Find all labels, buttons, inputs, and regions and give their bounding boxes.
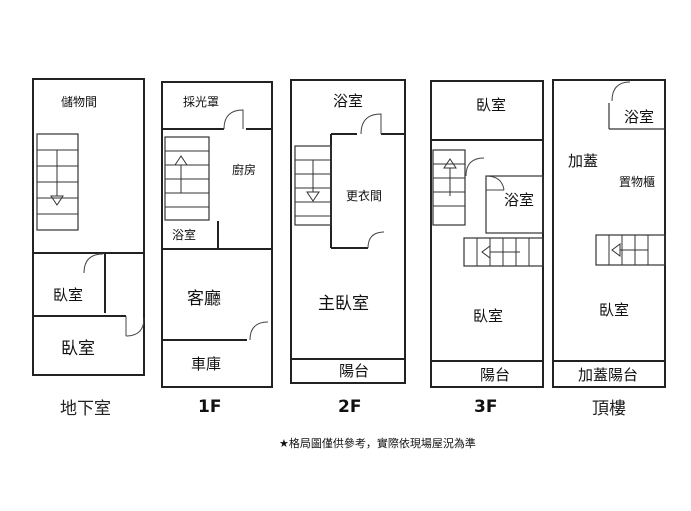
stair-arrow-up-icon xyxy=(174,155,188,166)
floor-label-2f: 2F xyxy=(338,397,361,417)
floor-label-3f: 3F xyxy=(474,397,497,417)
floor-plan-roof: 浴室 加蓋 置物櫃 臥室 加蓋陽台 頂樓 xyxy=(552,79,666,419)
staircase xyxy=(294,145,332,226)
room-label-bedroom: 臥室 xyxy=(599,301,629,319)
room-label-bedroom: 臥室 xyxy=(473,307,503,325)
room-label-bedroom: 臥室 xyxy=(53,286,83,304)
staircase xyxy=(463,237,544,267)
stair-arrow-up-icon xyxy=(443,158,457,169)
stair-arrow-down-icon xyxy=(50,195,64,206)
floor-label-roof: 頂樓 xyxy=(592,399,626,419)
room-label-garage: 車庫 xyxy=(191,355,221,373)
room-label-bathroom: 浴室 xyxy=(624,108,654,126)
room-label-kitchen: 廚房 xyxy=(232,162,256,177)
room-label-extension-balcony: 加蓋陽台 xyxy=(578,366,638,384)
stair-arrow-down-icon xyxy=(306,191,320,202)
floor-plan-basement: 儲物間 臥室 臥室 地下室 xyxy=(32,78,145,419)
staircase xyxy=(164,136,210,221)
floor-label-basement: 地下室 xyxy=(60,399,111,419)
room-label-dressing-room: 更衣間 xyxy=(346,188,382,203)
floor-plan-2f: 浴室 更衣間 主臥室 陽台 2F xyxy=(290,79,406,417)
room-label-bedroom: 臥室 xyxy=(61,339,95,359)
floor-label-1f: 1F xyxy=(198,397,221,417)
room-label-bedroom: 臥室 xyxy=(476,96,506,114)
disclaimer-note: ★格局圖僅供參考，實際依現場屋況為準 xyxy=(279,436,476,450)
room-label-balcony: 陽台 xyxy=(480,366,510,384)
staircase xyxy=(595,234,666,266)
stair-arrow-left-icon xyxy=(611,243,621,257)
room-label-skylight: 採光罩 xyxy=(183,95,219,109)
floor-plan-1f: 採光罩 廚房 浴室 客廳 車庫 1F xyxy=(161,81,273,417)
stair-arrow-left-icon xyxy=(481,245,491,259)
room-label-bathroom: 浴室 xyxy=(172,227,196,242)
room-label-living-room: 客廳 xyxy=(187,289,221,309)
room-label-bathroom: 浴室 xyxy=(504,191,534,209)
room-label-storage-cabinet: 置物櫃 xyxy=(619,175,655,189)
room-label-storage: 儲物間 xyxy=(61,95,97,109)
room-label-balcony: 陽台 xyxy=(339,362,369,380)
staircase xyxy=(432,149,466,226)
floor-plan-3f: 臥室 浴室 臥室 陽台 3F xyxy=(430,80,544,417)
room-label-extension: 加蓋 xyxy=(568,152,598,170)
staircase xyxy=(36,133,79,231)
room-label-master-bedroom: 主臥室 xyxy=(318,294,369,314)
room-label-bathroom: 浴室 xyxy=(333,92,363,110)
